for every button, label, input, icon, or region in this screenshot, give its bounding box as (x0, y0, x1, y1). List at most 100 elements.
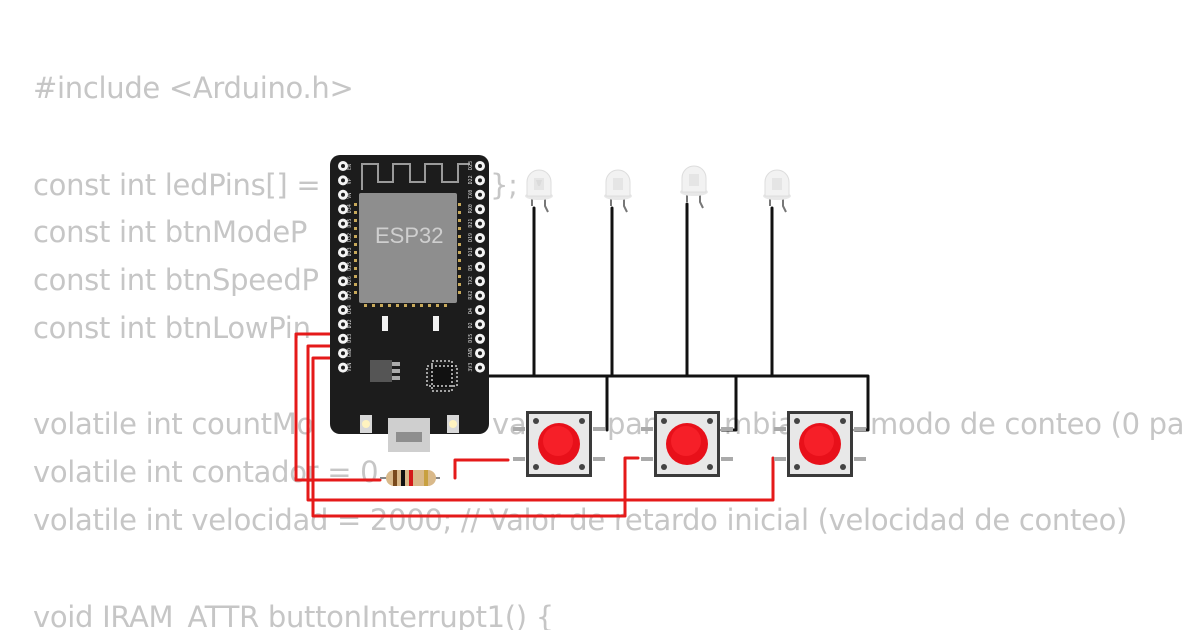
left-header-pin-hole-12 (341, 336, 345, 341)
right-header-pin-hole-4 (478, 221, 482, 226)
code-line-ledpins-tail: }; (490, 168, 518, 202)
micro-usb-port[interactable] (388, 418, 430, 452)
right-pin-label-9: RX2 (468, 291, 474, 300)
right-header-pin-hole-0 (478, 164, 482, 168)
right-pin-label-4: D21 (468, 219, 474, 228)
left-header-pin-hole-14 (341, 365, 345, 370)
right-header-pin-hole-13 (478, 351, 482, 356)
pushbutton-1[interactable] (513, 411, 605, 477)
right-header-pin-hole-7 (478, 264, 482, 269)
left-pin-label-11: D12 (347, 319, 353, 328)
right-header-pins (475, 161, 485, 373)
left-pin-label-2: VN (347, 193, 353, 199)
wire-red-btn3[interactable] (453, 458, 510, 480)
right-pin-label-5: D19 (468, 233, 474, 242)
left-pin-label-6: D33 (347, 247, 353, 256)
left-header-pin-hole-4 (341, 221, 345, 226)
right-header-pin-hole-10 (478, 308, 482, 312)
wire-red-btn2[interactable] (311, 356, 640, 518)
wire-red-resistor-to-d13[interactable] (294, 332, 382, 482)
left-header-pin-hole-3 (341, 207, 345, 212)
left-header-pin-hole-10 (341, 308, 345, 312)
led-2[interactable] (604, 169, 632, 213)
left-pin-label-9: D27 (347, 291, 353, 300)
right-pin-label-6: D18 (468, 247, 474, 256)
right-header-pin-hole-8 (478, 279, 482, 284)
right-pin-label-14: 3V3 (468, 363, 474, 372)
right-pin-label-11: D2 (468, 322, 474, 328)
code-line-ledpins: const int ledPins[] = { (33, 168, 348, 202)
code-line-include: #include <Arduino.h> (33, 71, 354, 105)
boot-button[interactable] (360, 415, 372, 433)
left-pin-label-1: VP (347, 178, 353, 184)
wire-black-gnd-btn2[interactable] (720, 374, 738, 432)
left-header-pins (338, 161, 348, 373)
code-line-btnlow: const int btnLowPin (33, 311, 311, 345)
left-pin-label-5: D32 (347, 233, 353, 242)
right-header-pin-hole-3 (478, 207, 482, 212)
left-pin-label-8: D26 (347, 276, 353, 285)
left-pin-label-10: D14 (347, 305, 353, 314)
code-line-countmode-tail-c: modo de conteo (0 pa (870, 407, 1185, 441)
en-button[interactable] (447, 415, 459, 433)
code-line-velocidad: volatile int velocidad = 2000; // Valor … (33, 503, 1128, 537)
led-1[interactable] (525, 169, 553, 213)
right-header-pin-hole-11 (478, 322, 482, 327)
left-header-pin-hole-13 (341, 351, 345, 356)
code-line-contador: volatile int contador = 0 (33, 455, 379, 489)
left-header-pin-hole-8 (341, 279, 345, 284)
right-header-pin-hole-14 (478, 365, 482, 370)
code-line-btnspeed: const int btnSpeedP (33, 263, 319, 297)
voltage-regulator (370, 360, 400, 382)
left-header-pin-hole-5 (341, 236, 345, 240)
right-header-pin-hole-1 (478, 178, 482, 183)
pushbutton-3[interactable] (774, 411, 866, 477)
esp32-board[interactable]: ESP32 EN VP VN D34 (330, 155, 489, 452)
right-header-pin-hole-12 (478, 336, 482, 341)
left-pin-label-7: D25 (347, 262, 353, 271)
right-header-pin-hole-2 (478, 192, 482, 197)
left-header-pin-hole-11 (341, 322, 345, 327)
code-line-interrupt: void IRAM_ATTR buttonInterrupt1() { (33, 600, 554, 630)
left-header-pin-hole-7 (341, 264, 345, 269)
left-pin-label-3: D34 (347, 204, 353, 213)
left-pin-label-13: GND (347, 348, 353, 357)
right-pin-label-8: TX2 (468, 276, 474, 285)
right-pin-label-10: D4 (468, 308, 474, 314)
left-pin-label-0: EN (347, 164, 353, 170)
left-header-pin-hole-9 (341, 293, 345, 298)
left-header-pin-hole-0 (341, 164, 345, 168)
right-pin-label-13: GND (468, 348, 474, 357)
chip-label: ESP32 (375, 223, 444, 248)
wires (294, 202, 870, 518)
right-header-pin-hole-5 (478, 236, 482, 240)
left-header-pin-hole-6 (341, 250, 345, 255)
right-pin-label-12: D15 (468, 334, 474, 343)
right-header-pin-hole-9 (478, 293, 482, 298)
usb-bridge-chip (426, 360, 458, 392)
code-line-countmode: volatile int countMo (33, 407, 314, 441)
left-pin-label-14: VIN (347, 363, 353, 372)
esp32-module (359, 193, 457, 303)
right-pin-label-1: D22 (468, 175, 474, 184)
right-pin-label-3: RX0 (468, 204, 474, 213)
left-pin-label-4: D35 (347, 219, 353, 228)
right-pin-label-0: D23 (468, 161, 474, 170)
right-pin-label-2: TX0 (468, 190, 474, 199)
pushbutton-2[interactable] (641, 411, 733, 477)
led-3[interactable] (680, 165, 708, 209)
led-4[interactable] (763, 169, 791, 213)
code-line-btnmode: const int btnModeP (33, 215, 308, 249)
wire-red-btn1[interactable] (306, 344, 775, 502)
left-header-pin-hole-2 (341, 192, 345, 197)
resistor[interactable] (380, 470, 440, 486)
right-pin-label-7: D5 (468, 265, 474, 271)
left-header-pin-hole-1 (341, 178, 345, 183)
left-pin-label-12: D13 (347, 334, 353, 343)
right-header-pin-hole-6 (478, 250, 482, 255)
antenna-trace (361, 163, 470, 190)
